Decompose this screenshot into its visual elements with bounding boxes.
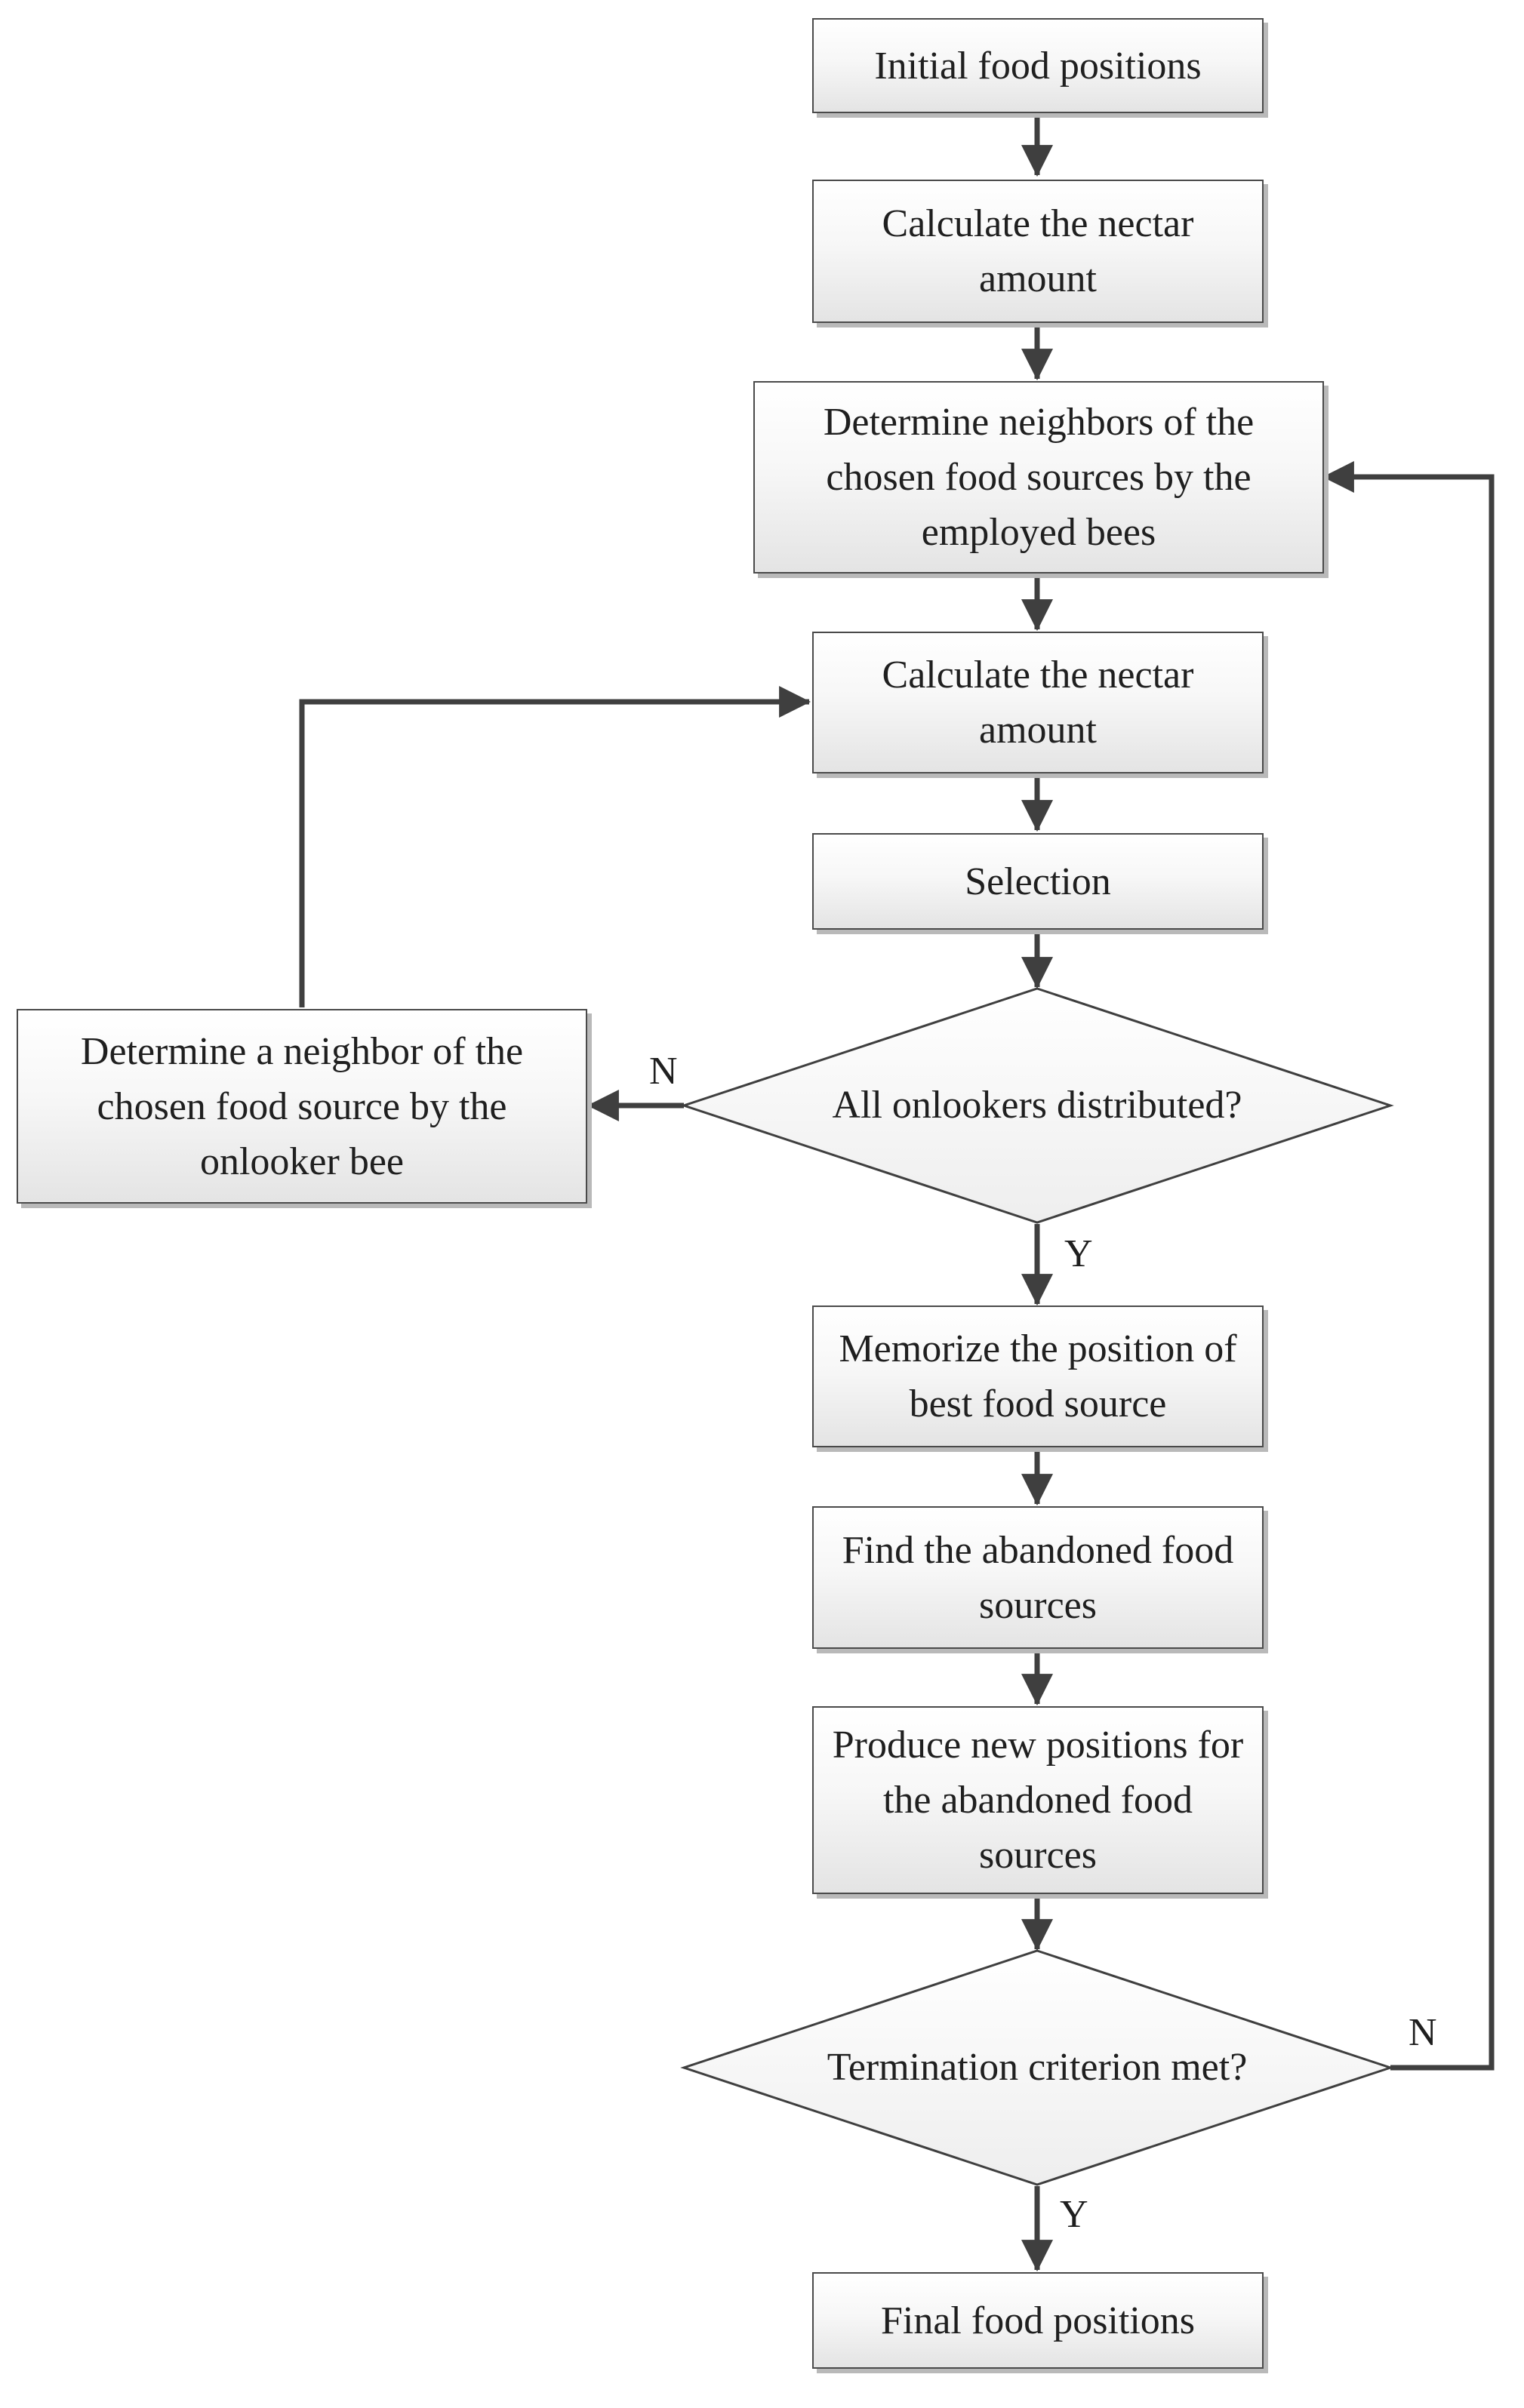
step-employed-label: Determine neighbors of the chosen food s… <box>823 401 1255 554</box>
branch-label-onlookers-yes: Y <box>1064 1232 1093 1275</box>
step-initial-food-positions: Initial food positions <box>812 18 1264 113</box>
decision-termination-label: Termination criterion met? <box>827 2046 1248 2089</box>
step-calculate-nectar-2: Calculate the nectar amount <box>812 632 1264 773</box>
step-produce-new-positions: Produce new positions for the abandoned … <box>812 1706 1264 1894</box>
step-calc2-label: Calculate the nectar amount <box>882 654 1194 752</box>
branch-label-onlookers-no: N <box>649 1050 678 1093</box>
step-memorize-best-source: Memorize the position of best food sourc… <box>812 1305 1264 1447</box>
step-produce-label: Produce new positions for the abandoned … <box>832 1724 1244 1877</box>
decision-termination-text: Termination criterion met? <box>755 2022 1319 2113</box>
step-calculate-nectar-1: Calculate the nectar amount <box>812 180 1264 323</box>
step-selection: Selection <box>812 833 1264 930</box>
step-memorize-label: Memorize the position of best food sourc… <box>839 1327 1237 1425</box>
branch-label-termination-no: N <box>1409 2011 1437 2054</box>
step-initial-label: Initial food positions <box>874 44 1202 88</box>
branch-label-termination-yes: Y <box>1060 2193 1088 2236</box>
decision-onlookers-shape <box>680 987 1394 1224</box>
step-find-abandoned-sources: Find the abandoned food sources <box>812 1506 1264 1649</box>
arrow-onlooker-loop <box>299 686 811 1007</box>
arrow-termination-no <box>1322 461 1495 2071</box>
step-calc1-label: Calculate the nectar amount <box>882 202 1194 300</box>
step-final-food-positions: Final food positions <box>812 2272 1264 2369</box>
decision-onlookers-text: All onlookers distributed? <box>755 1060 1319 1151</box>
step-onlooker-bee-neighbor: Determine a neighbor of the chosen food … <box>17 1009 587 1204</box>
step-selection-label: Selection <box>965 860 1111 903</box>
decision-onlookers-label: All onlookers distributed? <box>832 1084 1242 1127</box>
step-final-label: Final food positions <box>880 2299 1196 2342</box>
decision-termination-shape <box>680 1949 1394 2186</box>
step-onlooker-label: Determine a neighbor of the chosen food … <box>80 1029 524 1183</box>
step-abandoned-label: Find the abandoned food sources <box>842 1528 1234 1627</box>
step-employed-bees-neighbors: Determine neighbors of the chosen food s… <box>753 381 1324 574</box>
